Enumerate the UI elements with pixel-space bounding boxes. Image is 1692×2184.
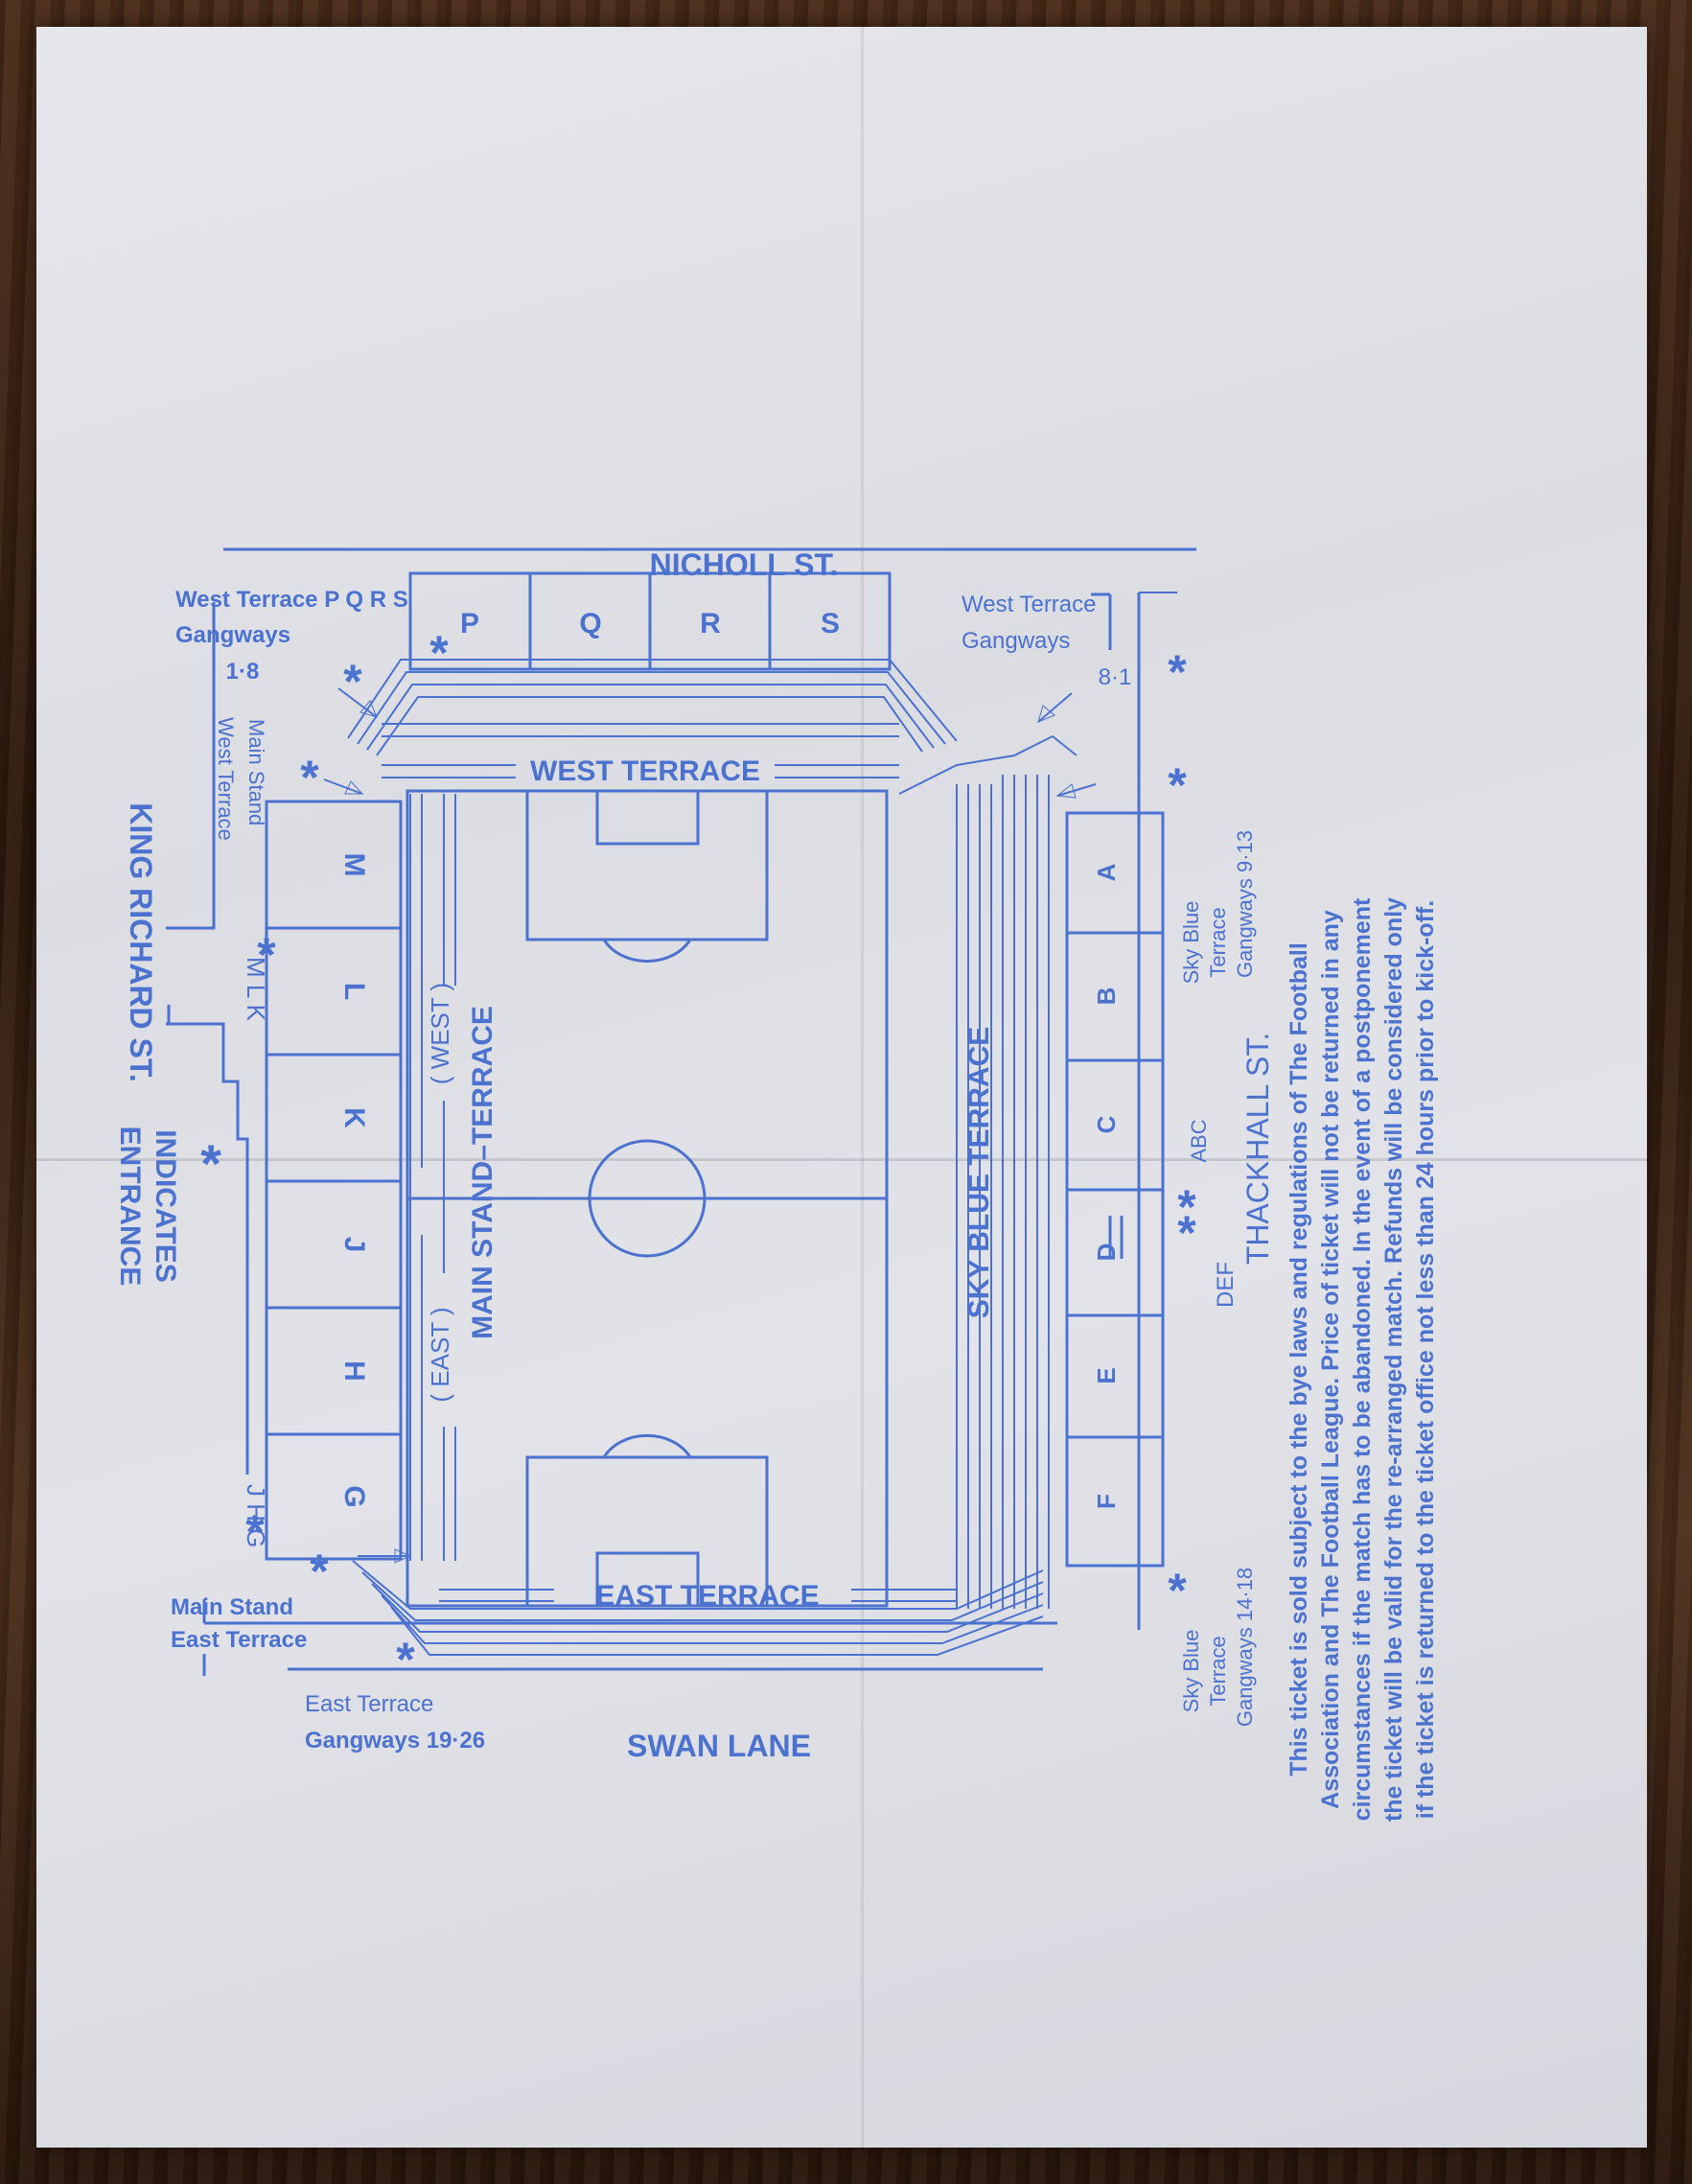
- west-penalty-area: [525, 789, 769, 941]
- block-a-label: A: [1092, 863, 1121, 881]
- street-king-richard: KING RICHARD ST.: [124, 802, 158, 1082]
- main-stand-east-terrace-label: East Terrace: [171, 1627, 307, 1653]
- east-goal-area: [595, 1551, 700, 1608]
- def-label: DEF: [1213, 1262, 1239, 1308]
- main-stand-terrace-steps: [409, 794, 456, 1561]
- jhg-label: J H G: [242, 1484, 270, 1547]
- west-terrace-steps: [347, 659, 958, 778]
- block-d-label: D: [1092, 1243, 1121, 1262]
- entrance-icon: *: [300, 751, 319, 804]
- terms-line-2: Association and The Football League. Pri…: [1317, 910, 1344, 1809]
- main-east-label: ( EAST ): [426, 1307, 454, 1402]
- block-b-label: B: [1092, 987, 1121, 1006]
- street-nicholl: NICHOLL ST.: [650, 547, 839, 582]
- west-gangways-left-label: Gangways: [175, 622, 290, 648]
- west-goal-area: [595, 789, 700, 846]
- west-gangways-right-label: Gangways: [962, 628, 1070, 654]
- main-stand-west-terrace-label: West Terrace: [214, 717, 238, 841]
- west-bracket-lower: [166, 1022, 249, 1475]
- west-bracket-upper: [166, 602, 216, 930]
- block-k-label: K: [338, 1107, 370, 1128]
- block-c-label: C: [1092, 1115, 1121, 1133]
- skyblue-top-label-2: Terrace: [1206, 907, 1230, 977]
- main-west-label: ( WEST ): [426, 983, 454, 1084]
- sky-blue-terrace-steps: [898, 734, 1078, 1609]
- west-terrace-title: WEST TERRACE: [530, 755, 760, 787]
- west-penalty-arc: [602, 939, 692, 964]
- entrance-icon: *: [343, 655, 362, 709]
- entrance-icon: *: [1177, 1206, 1196, 1260]
- block-h-label: H: [338, 1360, 370, 1382]
- legend-line-2: ENTRANCE: [114, 1127, 146, 1287]
- main-stand-terrace-title: MAIN STAND–TERRACE: [467, 1006, 498, 1339]
- block-l-label: L: [338, 983, 370, 1000]
- block-q-label: Q: [579, 608, 601, 639]
- terms-line-5: if the ticket is returned to the ticket …: [1412, 900, 1439, 1819]
- west-terrace-pqrs-label: West Terrace P Q R S: [175, 587, 408, 613]
- east-terrace-gangways-label: East Terrace: [305, 1691, 433, 1717]
- entrance-icon: *: [1168, 645, 1187, 699]
- entrance-icon: *: [1168, 1564, 1187, 1617]
- street-swan-lane: SWAN LANE: [627, 1729, 811, 1763]
- terms-line-1: This ticket is sold subject to the bye l…: [1286, 942, 1312, 1777]
- entrance-markers: * * * * * * * * * * * *: [245, 626, 1196, 1686]
- east-terrace-steps: [352, 1560, 1044, 1656]
- entrance-icon: *: [396, 1633, 415, 1686]
- terms-line-4: the ticket will be valid for the re-arra…: [1380, 897, 1407, 1822]
- block-r-label: R: [700, 608, 721, 639]
- block-m-label: M: [338, 853, 370, 877]
- paper-fold-vertical: [861, 27, 864, 2148]
- entrance-icon: *: [1177, 1180, 1196, 1234]
- east-terrace-title: EAST TERRACE: [595, 1580, 819, 1612]
- entrance-icon: *: [245, 1505, 265, 1559]
- block-e-label: E: [1092, 1367, 1121, 1383]
- block-g-label: G: [338, 1485, 370, 1507]
- terms-line-3: circumstances if the match has to be aba…: [1349, 897, 1376, 1821]
- skyblue-top-label-3: Gangways 9·13: [1233, 830, 1257, 978]
- block-s-label: S: [821, 608, 840, 639]
- skyblue-top-label-1: Sky Blue: [1179, 901, 1203, 985]
- legend-line-1: INDICATES: [150, 1129, 181, 1282]
- skyblue-bottom-label-1: Sky Blue: [1179, 1630, 1203, 1713]
- west-terrace-right-label: West Terrace: [962, 592, 1097, 617]
- ticket-back-sheet: P Q R S WEST TERRACE: [36, 27, 1647, 2148]
- street-thackhall: THACKHALL ST.: [1240, 1033, 1275, 1265]
- west-gangways-left-range: 1·8: [226, 659, 260, 685]
- stadium-map: P Q R S WEST TERRACE: [114, 547, 1439, 1822]
- entrance-icon: *: [1168, 758, 1187, 812]
- ticket-terms: This ticket is sold subject to the bye l…: [1286, 897, 1439, 1822]
- block-p-label: P: [460, 608, 479, 639]
- skyblue-bottom-label-2: Terrace: [1206, 1636, 1230, 1706]
- east-penalty-arc: [602, 1433, 692, 1458]
- sky-blue-terrace-title: SKY BLUE TERRACE: [963, 1027, 995, 1318]
- block-f-label: F: [1092, 1494, 1121, 1509]
- east-terrace-gangways-range: Gangways 19·26: [305, 1728, 485, 1754]
- centre-circle: [588, 1139, 707, 1258]
- legend-asterisk-icon: *: [200, 1133, 221, 1194]
- entrance-icon: *: [310, 1545, 329, 1598]
- paper-fold-horizontal: [36, 1158, 1647, 1161]
- skyblue-bottom-label-3: Gangways 14·18: [1233, 1568, 1257, 1727]
- mlk-label: M L K: [242, 957, 270, 1022]
- west-gangways-right-range: 8·1: [1099, 664, 1132, 690]
- abc-label: ABC: [1187, 1119, 1211, 1162]
- entrance-icon: *: [257, 928, 276, 982]
- main-stand-east-label: Main Stand: [171, 1594, 293, 1620]
- entrance-icon: *: [429, 626, 449, 680]
- block-j-label: J: [338, 1237, 370, 1253]
- main-stand-west-label: Main Stand: [244, 719, 268, 825]
- entrance-arrows: [323, 687, 1097, 1564]
